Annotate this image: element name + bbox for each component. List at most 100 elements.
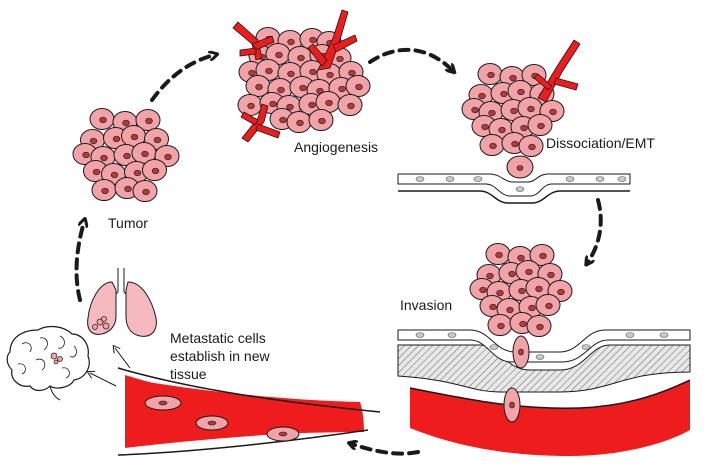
cell-nucleus (141, 150, 149, 158)
cell-nucleus (511, 140, 519, 148)
cell-nucleus (92, 168, 101, 176)
cell-nucleus (520, 124, 528, 132)
cell-nucleus (471, 106, 479, 114)
angiogenesis-label: Angiogenesis (294, 139, 378, 155)
cell-nucleus (247, 102, 255, 110)
cell-nucleus (557, 288, 565, 296)
flow-arrow-invasion-to-circulation (352, 444, 420, 456)
cell-nucleus (489, 142, 497, 150)
invasion-cluster (469, 242, 573, 338)
brain-icon (6, 325, 90, 401)
angiogenesis-cluster (237, 26, 371, 134)
cell-nucleus (130, 133, 139, 141)
cell-nucleus (164, 153, 172, 161)
cell-nucleus (497, 322, 505, 330)
cell-nucleus (275, 51, 283, 59)
endothelial-nucleus (535, 354, 545, 360)
cell-nucleus (279, 116, 287, 124)
vessel-sprout-icon (533, 39, 581, 103)
cell-nucleus (269, 100, 277, 108)
cell-nucleus (325, 99, 333, 107)
endothelial-nucleus (473, 176, 483, 182)
cell-nucleus (287, 70, 295, 78)
spread-to-lung-arrow (115, 348, 131, 369)
flow-arrow-angiogenesis-to-emt (368, 47, 452, 70)
endothelial-nucleus (595, 176, 605, 182)
cell-nucleus (338, 85, 346, 93)
cell-nucleus (309, 68, 317, 76)
cell-nucleus (336, 55, 344, 63)
detached-cell (506, 155, 534, 179)
metastatic-label-line1: Metastatic cells (170, 330, 266, 346)
endothelial-nucleus (415, 176, 425, 182)
cell-nucleus (539, 252, 547, 260)
cell-nucleus (519, 320, 527, 328)
cell-nucleus (525, 268, 533, 276)
blood-vessel-icon (117, 367, 381, 456)
cell-nucleus (151, 167, 160, 175)
dissociation-cluster (461, 62, 565, 158)
invasion-label: Invasion (400, 297, 452, 313)
metastatic-label-line2: establish in new (170, 348, 271, 364)
cell-nucleus (478, 92, 486, 100)
cell-nucleus (528, 304, 536, 312)
cell-nucleus (500, 90, 508, 98)
cell-nucleus (481, 123, 489, 131)
cell-nucleus (308, 101, 316, 109)
endothelial-nucleus (625, 332, 635, 338)
cell-nucleus (479, 286, 487, 294)
cell-nucleus (510, 107, 518, 115)
cell-nucleus (277, 86, 285, 94)
cell-nucleus (100, 154, 108, 162)
endothelial-nucleus (489, 344, 499, 350)
cell-nucleus (537, 122, 545, 130)
cell-nucleus (82, 151, 90, 159)
cell-nucleus (528, 143, 536, 151)
endothelial-nucleus (659, 332, 669, 338)
cell-nucleus (297, 54, 305, 62)
endothelial-nuclei (415, 176, 627, 192)
cell-nucleus (99, 116, 107, 124)
blood-vessel-sprout-icon (232, 9, 358, 143)
tumor-label: Tumor (108, 215, 148, 231)
metastatic-label: Metastatic cells establish in new tissue (170, 330, 271, 382)
cell-nucleus (248, 69, 256, 77)
cell-nucleus (287, 38, 295, 46)
tumor-cluster (72, 107, 180, 203)
cell-nucleus (110, 171, 119, 179)
cell-nucleus (326, 71, 334, 79)
cell-nucleus (299, 84, 307, 92)
cell-nucleus (89, 137, 98, 145)
endothelial-nucleus (447, 332, 457, 338)
cell-nucleus (122, 119, 130, 127)
endothelium-top (397, 173, 631, 204)
spread-to-brain-arrow (90, 373, 117, 387)
cell-nucleus (124, 185, 132, 193)
cell-nucleus (488, 109, 496, 117)
endothelial-nucleus (565, 176, 575, 182)
endothelial-nucleus (515, 186, 525, 192)
cell-nucleus (286, 103, 294, 111)
cell-nucleus (112, 135, 121, 143)
blood-vessel-invasion (409, 379, 691, 456)
cell-nucleus (255, 83, 263, 91)
cell-nucleus (518, 287, 526, 295)
flow-arrow-emt-to-invasion (588, 198, 603, 262)
cell-nucleus (347, 102, 355, 110)
cell-nucleus (489, 303, 497, 311)
cell-nucleus (142, 188, 150, 196)
cell-nucleus (153, 136, 162, 144)
flow-arrow-tumor-to-angiogenesis (150, 55, 214, 102)
cell-nucleus (549, 108, 557, 116)
cell-nucleus (318, 117, 326, 125)
invading-cell (503, 335, 530, 423)
cell-nucleus (495, 251, 503, 259)
cell-nucleus (355, 83, 363, 91)
endothelial-nucleus (415, 332, 425, 338)
cell-nucleus (535, 285, 543, 293)
endothelial-nuclei (415, 332, 669, 360)
cell-nucleus (517, 254, 525, 262)
cell-nucleus (486, 272, 494, 280)
cell-nucleus (309, 36, 317, 44)
